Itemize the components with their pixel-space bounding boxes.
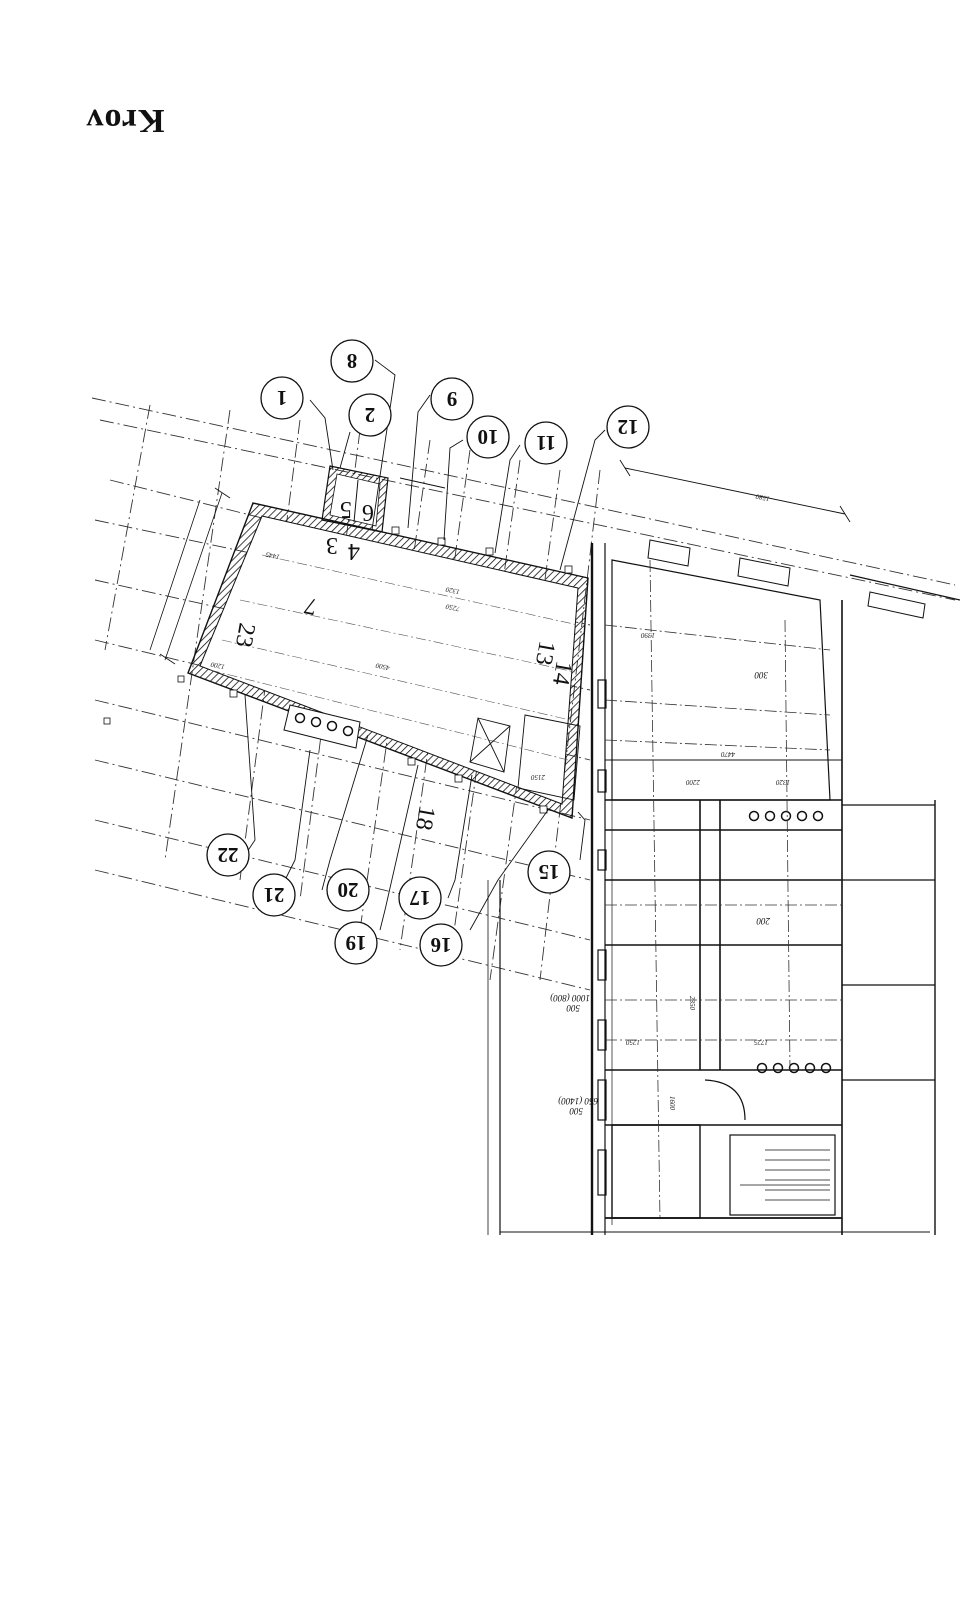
note-500-b: 500 [569,1106,583,1116]
annotation-notes: 1000 (800) 500 650 (1400) 500 200 300 [550,670,770,1116]
dim-2200: 2200 [686,778,701,786]
svg-text:8: 8 [347,349,358,373]
room-label-5: 5 [340,496,352,522]
dim-1250: 1250 [626,1038,641,1046]
callout-11: 11 [524,421,568,465]
sheet-title-block: Krov [70,95,180,145]
callout-9: 9 [430,377,474,421]
note-200: 200 [756,916,770,926]
dim-1320b: 1320 [776,778,791,786]
dim-1200: 1200 [210,660,226,671]
callout-12: 12 [606,405,650,449]
callout-15: 15 [527,850,571,894]
room-label-4: 4 [348,538,360,564]
chimney-group [283,704,361,749]
svg-text:17: 17 [410,886,431,910]
svg-text:19: 19 [346,931,367,955]
wall-posts [103,526,573,814]
dim-1445: 1445 [265,550,281,561]
room-label-3: 3 [326,532,338,558]
top-dimension-line [399,459,851,523]
room-label-6: 6 [362,499,374,525]
dim-1320: 1320 [445,585,461,596]
dim-1600: 1600 [668,1096,676,1111]
dim-4500: 4500 [375,661,391,672]
dim-1725: 1725 [754,1038,769,1046]
room-labels: 3 4 5 6 7 13 14 18 23 [230,496,577,832]
note-650-1400: 650 (1400) [558,1096,598,1106]
note-300: 300 [754,670,769,680]
callout-8: 8 [330,339,374,383]
leader-lines [244,359,606,931]
svg-text:11: 11 [536,431,556,455]
callout-20: 20 [326,868,370,912]
svg-text:1: 1 [277,386,288,410]
callout-19: 19 [334,921,378,965]
note-500-a: 500 [566,1003,580,1013]
svg-text:10: 10 [478,425,499,449]
room-label-23: 23 [230,621,260,649]
svg-text:15: 15 [539,860,560,884]
callout-21: 21 [252,873,296,917]
callout-bubbles: 1 2 8 9 10 11 [206,339,650,967]
svg-text:20: 20 [338,878,359,902]
svg-text:2: 2 [365,403,376,427]
dimension-labels: 1445 1320 7250 4500 1200 1390 2150 4470 … [210,492,790,1110]
svg-text:12: 12 [618,415,639,439]
callout-1: 1 [260,376,304,420]
dim-1580: 1580 [755,492,771,503]
svg-text:16: 16 [431,933,452,957]
main-roof-outline [103,465,589,819]
svg-text:21: 21 [264,883,285,907]
svg-text:9: 9 [447,387,458,411]
inner-floor [199,515,579,805]
room-label-13: 13 [530,639,560,667]
callout-22: 22 [206,833,250,877]
callout-2: 2 [348,393,392,437]
svg-text:22: 22 [218,843,239,867]
existing-building-plan [487,539,960,1235]
dim-2150: 2150 [531,773,546,781]
callout-10: 10 [466,415,510,459]
callout-17: 17 [398,876,442,920]
sheet-title: Krov [85,102,165,139]
dim-4470: 4470 [721,750,736,758]
room-label-18: 18 [410,804,440,832]
dim-7250: 7250 [445,602,461,613]
note-1000-800: 1000 (800) [550,993,590,1003]
room-label-7: 7 [302,592,319,620]
dim-1390: 1390 [641,631,656,639]
room-label-14: 14 [547,659,577,687]
dim-2350: 2350 [688,996,696,1011]
callout-16: 16 [419,923,463,967]
